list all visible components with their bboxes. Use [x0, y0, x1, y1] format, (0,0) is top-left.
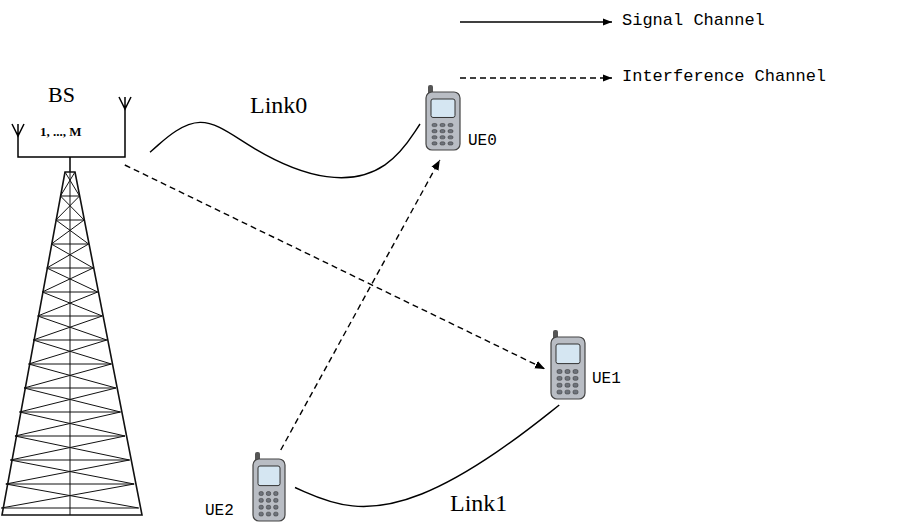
phone-icon [252, 452, 286, 522]
node-label: UE2 [205, 502, 234, 520]
phone-key [565, 376, 570, 380]
phone-key [266, 498, 270, 502]
tower-outline [2, 172, 142, 515]
phone-key [440, 136, 445, 139]
user-equipment: UE1 [545, 325, 640, 405]
legend-text: Interference Channel [622, 67, 826, 87]
phone-key [573, 390, 578, 394]
mast [69, 157, 71, 172]
phone-key [565, 370, 570, 374]
tower-brace [29, 340, 112, 364]
phone-key [274, 492, 278, 496]
interference-channel [125, 165, 545, 369]
phone-key [557, 383, 562, 387]
phone-key [259, 505, 263, 509]
legend-sample-dashed [460, 77, 612, 78]
tower-brace [42, 268, 97, 292]
node-label: BS [48, 82, 75, 107]
phone-screen [556, 344, 580, 364]
phone-body [551, 337, 585, 399]
phone-key [565, 390, 570, 394]
phone-key [432, 130, 437, 133]
signal-channel [150, 122, 420, 177]
tower-spine [70, 172, 71, 515]
antenna-array [12, 97, 131, 172]
legend-sample-solid [460, 21, 612, 22]
link-label: Link1 [448, 490, 509, 518]
phone-key [266, 505, 270, 509]
phone-key [448, 136, 453, 139]
phone-screen [431, 99, 455, 117]
phone-key [557, 376, 562, 380]
phone-key [448, 123, 453, 126]
phone-key [557, 390, 562, 394]
phone-key [440, 142, 445, 145]
signal-channel [295, 405, 559, 506]
user-equipment: UE0 [420, 80, 510, 160]
tower-brace [38, 292, 103, 316]
phone-key [274, 512, 278, 516]
node-label: UE0 [468, 132, 497, 150]
tower-brace [6, 460, 134, 484]
phone-key [266, 512, 270, 516]
phone-screen [258, 466, 280, 486]
phone-key [432, 142, 437, 145]
phone-key [573, 376, 578, 380]
phone-key [259, 498, 263, 502]
phone-key [573, 370, 578, 374]
user-equipment: UE2 [200, 450, 295, 525]
phone-icon [550, 330, 586, 400]
tower-brace [33, 316, 107, 340]
tower-brace [60, 172, 79, 196]
antenna-bar [18, 108, 125, 157]
phone-body [253, 459, 285, 521]
node-label: UE1 [592, 370, 621, 388]
antenna-symbol [12, 124, 24, 136]
phone-key [440, 130, 445, 133]
tower-brace [15, 412, 125, 436]
antenna-index: 1, ..., M [40, 125, 82, 140]
phone-key [274, 498, 278, 502]
link-label: Link0 [248, 92, 309, 120]
phone-key [274, 505, 278, 509]
phone-key [448, 130, 453, 133]
phone-key [448, 142, 453, 145]
phone-key [440, 123, 445, 126]
phone-key [432, 136, 437, 139]
phone-key [266, 492, 270, 496]
phone-key [259, 492, 263, 496]
tower-brace [51, 220, 88, 244]
tower-brace [20, 388, 121, 412]
phone-key [573, 383, 578, 387]
tower-brace [56, 196, 84, 220]
legend-samples [460, 22, 612, 78]
phone-key [432, 123, 437, 126]
tower [1, 172, 142, 515]
phone-key [565, 383, 570, 387]
tower-brace [24, 364, 116, 388]
base-station: BS 1, ..., M [10, 80, 150, 165]
tower-brace [1, 484, 138, 508]
phone-key [557, 370, 562, 374]
interference-channel [281, 160, 440, 450]
legend-text: Signal Channel [622, 11, 765, 31]
tower-brace [10, 436, 129, 460]
antenna-symbol [119, 97, 131, 109]
tower-brace [47, 244, 93, 268]
phone-icon [425, 85, 461, 151]
phone-body [426, 92, 460, 150]
phone-key [259, 512, 263, 516]
